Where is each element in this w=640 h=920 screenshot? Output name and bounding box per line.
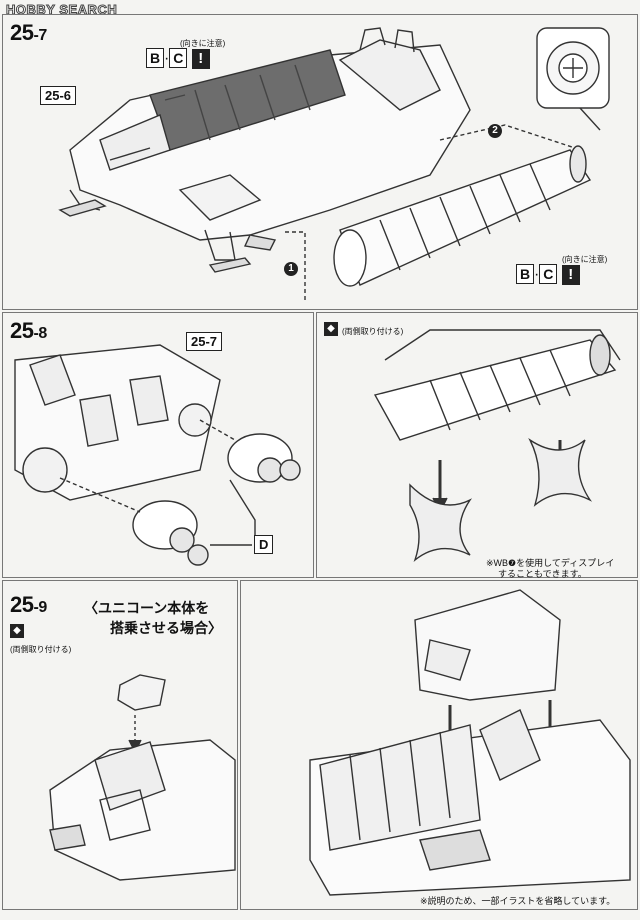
- separator: ·: [534, 266, 540, 283]
- both-sides-caption-25-9: (両側取り付ける): [10, 645, 72, 654]
- step-number: 25: [10, 318, 34, 343]
- wing-unit-body-drawing: [58, 27, 471, 273]
- panel-step-25-8-right: [316, 312, 638, 578]
- ref-25-7: 25-7: [186, 332, 223, 351]
- callout-1-badge: 1: [284, 262, 298, 276]
- ref-25-6: 25-6: [40, 86, 77, 105]
- part-letter-c: C: [539, 264, 558, 284]
- watermark: HOBBY SEARCH: [5, 2, 118, 18]
- part-d-label: D: [254, 535, 274, 554]
- illustration-footnote: ※説明のため、一部イラストを省略しています。: [420, 896, 616, 906]
- step-25-7-title: 25-7: [10, 20, 47, 46]
- separator: ·: [164, 50, 170, 67]
- callout-2-badge: 2: [488, 124, 502, 138]
- both-sides-caption: (両側取り付ける): [342, 327, 404, 336]
- step-subnumber: -7: [33, 27, 47, 44]
- step-25-9-subtitle-line2: 搭乗させる場合〉: [110, 620, 222, 636]
- step-number: 25: [10, 20, 34, 45]
- warning-icon: !: [561, 265, 580, 285]
- display-note-line1: ※WB❼を使用してディスプレイ: [486, 558, 615, 568]
- step-subnumber: -8: [33, 325, 47, 342]
- panel-step-25-9-left: [2, 580, 238, 910]
- orient-caption: (向きに注意): [180, 39, 226, 48]
- step-25-9-subtitle-line1: 〈ユニコーン本体を: [84, 600, 210, 616]
- step-25-8-right-drawing: [373, 329, 621, 563]
- panel-step-25-8-left: [2, 312, 314, 578]
- step-25-9-left-drawing: [49, 674, 236, 881]
- both-sides-icon-25-9: ◆: [10, 624, 24, 638]
- orient-caption-lower: (向きに注意): [562, 255, 608, 264]
- step-25-9-right-drawing: [309, 589, 631, 896]
- part-letter-c: C: [169, 48, 188, 68]
- cylinder-part-drawing: [333, 145, 592, 287]
- orient-marks-top: B·C !: [146, 48, 210, 69]
- part-letter-b: B: [146, 48, 164, 68]
- step-25-8-title: 25-8: [10, 318, 47, 344]
- panel-step-25-7: [2, 14, 638, 310]
- part-letter-b: B: [516, 264, 534, 284]
- step-subnumber: -9: [33, 599, 47, 616]
- both-sides-icon: ◆: [324, 322, 338, 336]
- step-25-9-title: 25-9: [10, 592, 47, 618]
- panel-step-25-9-right: [240, 580, 638, 910]
- orient-marks-bottom: B·C !: [516, 264, 580, 285]
- display-note-line2: することもできます。: [498, 569, 587, 579]
- step-25-8-left-drawing: [14, 344, 301, 566]
- warning-icon: !: [191, 49, 210, 69]
- step-number: 25: [10, 592, 34, 617]
